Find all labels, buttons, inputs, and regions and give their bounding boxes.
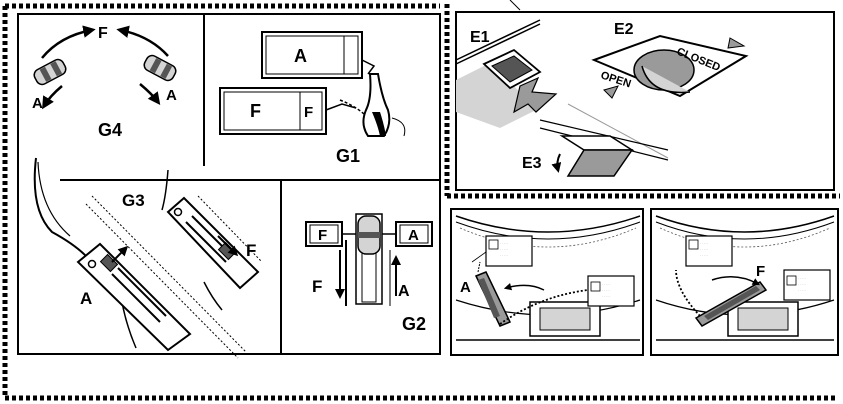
svg-text:· · · · ·: · · · · · [700,253,708,257]
curved-arrow-icon [41,25,96,59]
dial-icon: OPEN CLOSED [591,34,749,99]
curved-arrow-icon [42,85,63,110]
slider-icon [76,242,192,352]
car-icon [143,54,177,82]
g4-label-f: F [98,25,108,42]
g2-box-a: A [395,221,433,247]
svg-text:· · · · ·: · · · · · [700,247,708,251]
g1-label: G1 [336,146,360,166]
svg-text:· · · · ·: · · · · · [798,276,806,280]
svg-text:· · · · ·: · · · · · [500,247,508,251]
car-icon [33,58,67,86]
curved-arrow-icon [503,283,545,291]
control-lever-icon [474,271,512,327]
g4-label: G4 [98,120,122,140]
vent-flap-icon [559,135,635,177]
g2-label-f: F [312,277,322,296]
svg-text:· · · · ·: · · · · · [500,241,508,245]
leader-line [509,0,521,11]
g3-label: G3 [122,191,145,210]
g1-box-a-label: A [294,46,307,66]
dashboard-outline [33,157,105,263]
e-panel-dotted-border [444,4,840,199]
callout-box-f: F F [219,87,357,135]
g3-label-a: A [80,289,92,308]
curved-arrow-icon [139,83,161,105]
g2-illustration: F A F A G2 [305,213,433,334]
e1-label: E1 [470,29,490,46]
svg-text:· · · · ·: · · · · · [798,288,806,292]
e2-label: E2 [614,21,634,38]
g4-label-a-right: A [166,87,177,104]
e-illustration: OPEN CLOSED E1 E2 E3 [455,19,749,177]
curved-arrow-icon [116,25,169,57]
g2-label-a: A [398,283,410,300]
slider-icon [166,196,260,290]
climate-panel-a-label: A [460,279,471,296]
svg-text:· · · · ·: · · · · · [700,241,708,245]
svg-text:· · · · ·: · · · · · [602,282,610,286]
slider-icon [355,213,383,305]
climate-panel-f-frame [650,208,839,356]
callout-box-a: A [261,31,376,79]
g2-box-f-label: F [318,227,327,244]
curved-arrow-icon [711,276,760,286]
g1-box-f-small-label: F [304,104,313,121]
g-panel-frame [17,13,441,355]
g1-illustration: A F F G1 [219,31,406,166]
svg-text:· · · · ·: · · · · · [602,294,610,298]
climate-panel-a-illustration: · · · · · · · · · · · · · · · · · · · · … [455,215,641,341]
climate-panel-a-frame [450,208,644,356]
curved-arrow-icon [551,153,562,173]
vent-flap-icon [482,48,558,114]
g2-box-a-label: A [408,227,419,244]
control-lever-icon [339,73,406,137]
g3-label-f: F [246,241,256,260]
svg-text:· · · · ·: · · · · · [602,288,610,292]
control-lever-icon [694,281,768,327]
svg-text:· · · · ·: · · · · · [798,282,806,286]
svg-text:· · · · ·: · · · · · [500,253,508,257]
climate-panel-f-illustration: · · · · · · · · · · · · · · · · · · · · … [655,215,835,341]
g3-illustration: G3 A F [33,157,263,359]
g2-box-f: F [305,221,343,247]
g4-label-a-left: A [32,95,43,112]
outer-dotted-border [2,3,838,401]
g2-label: G2 [402,314,426,334]
g4-illustration: F A A G4 [32,25,177,140]
e3-label: E3 [522,155,542,172]
g1-box-f-label: F [250,101,261,121]
climate-panel-f-label: F [756,263,765,280]
